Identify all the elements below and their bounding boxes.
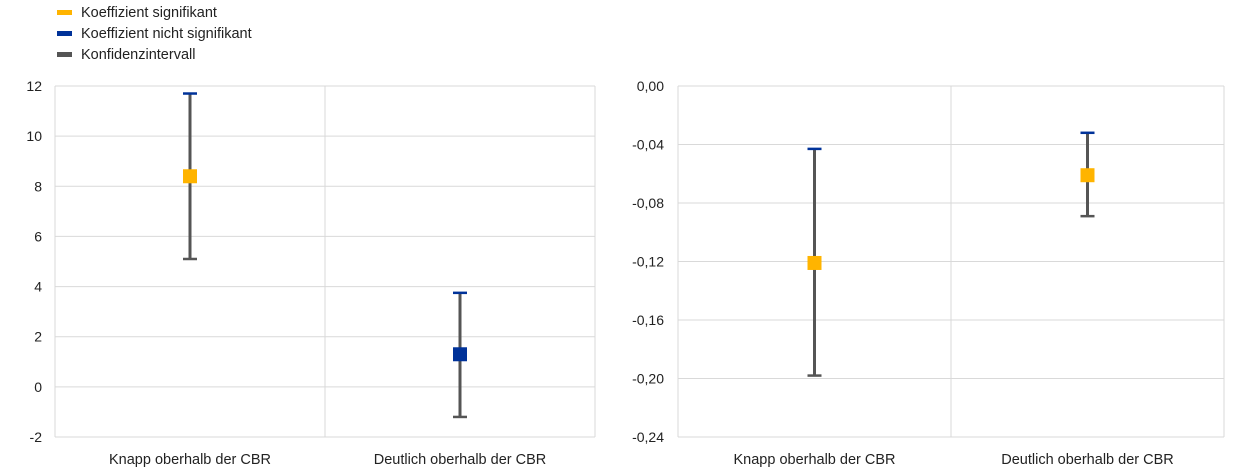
- coefficient-marker-significant: [807, 255, 822, 270]
- y-tick-label: 10: [26, 128, 42, 144]
- coefficient-marker-significant: [1080, 168, 1095, 183]
- legend-item-interval: Konfidenzintervall: [57, 44, 252, 65]
- y-tick-label: 8: [34, 178, 42, 194]
- legend-item-not-significant: Koeffizient nicht signifikant: [57, 23, 252, 44]
- legend-swatch-interval: [57, 52, 72, 57]
- coefficient-marker-significant: [183, 169, 197, 184]
- x-category-label: Knapp oberhalb der CBR: [109, 452, 271, 468]
- coefficient-marker-not-significant: [453, 347, 467, 362]
- y-tick-label: -0,16: [632, 312, 664, 328]
- legend-swatch-significant: [57, 10, 72, 15]
- y-tick-label: -0,04: [632, 137, 664, 153]
- y-tick-label: -2: [30, 429, 43, 445]
- chart-right: -0,24 -0,20 -0,16 -0,12 -0,08 -0,04 0,00Knapp …: [632, 78, 1225, 468]
- legend-swatch-not-significant: [57, 31, 72, 36]
- y-tick-label: 6: [34, 228, 42, 244]
- y-tick-label: -0,24: [632, 429, 664, 445]
- y-tick-label: -0,12: [632, 254, 664, 270]
- y-tick-label: 2: [34, 329, 42, 345]
- y-tick-label: -0,20: [632, 371, 664, 387]
- y-tick-label: 0,00: [637, 78, 664, 94]
- y-tick-label: 4: [34, 279, 42, 295]
- y-tick-label: -0,08: [632, 195, 664, 211]
- legend: Koeffizient signifikant Koeffizient nich…: [57, 2, 252, 65]
- y-tick-label: 12: [26, 78, 42, 94]
- legend-label-significant: Koeffizient signifikant: [81, 4, 217, 21]
- legend-label-interval: Konfidenzintervall: [81, 46, 196, 63]
- legend-label-not-significant: Koeffizient nicht signifikant: [81, 25, 252, 42]
- x-category-label: Knapp oberhalb der CBR: [733, 452, 895, 468]
- x-category-label: Deutlich oberhalb der CBR: [1001, 452, 1173, 468]
- y-tick-label: 0: [34, 379, 42, 395]
- x-category-label: Deutlich oberhalb der CBR: [374, 452, 546, 468]
- legend-item-significant: Koeffizient signifikant: [57, 2, 252, 23]
